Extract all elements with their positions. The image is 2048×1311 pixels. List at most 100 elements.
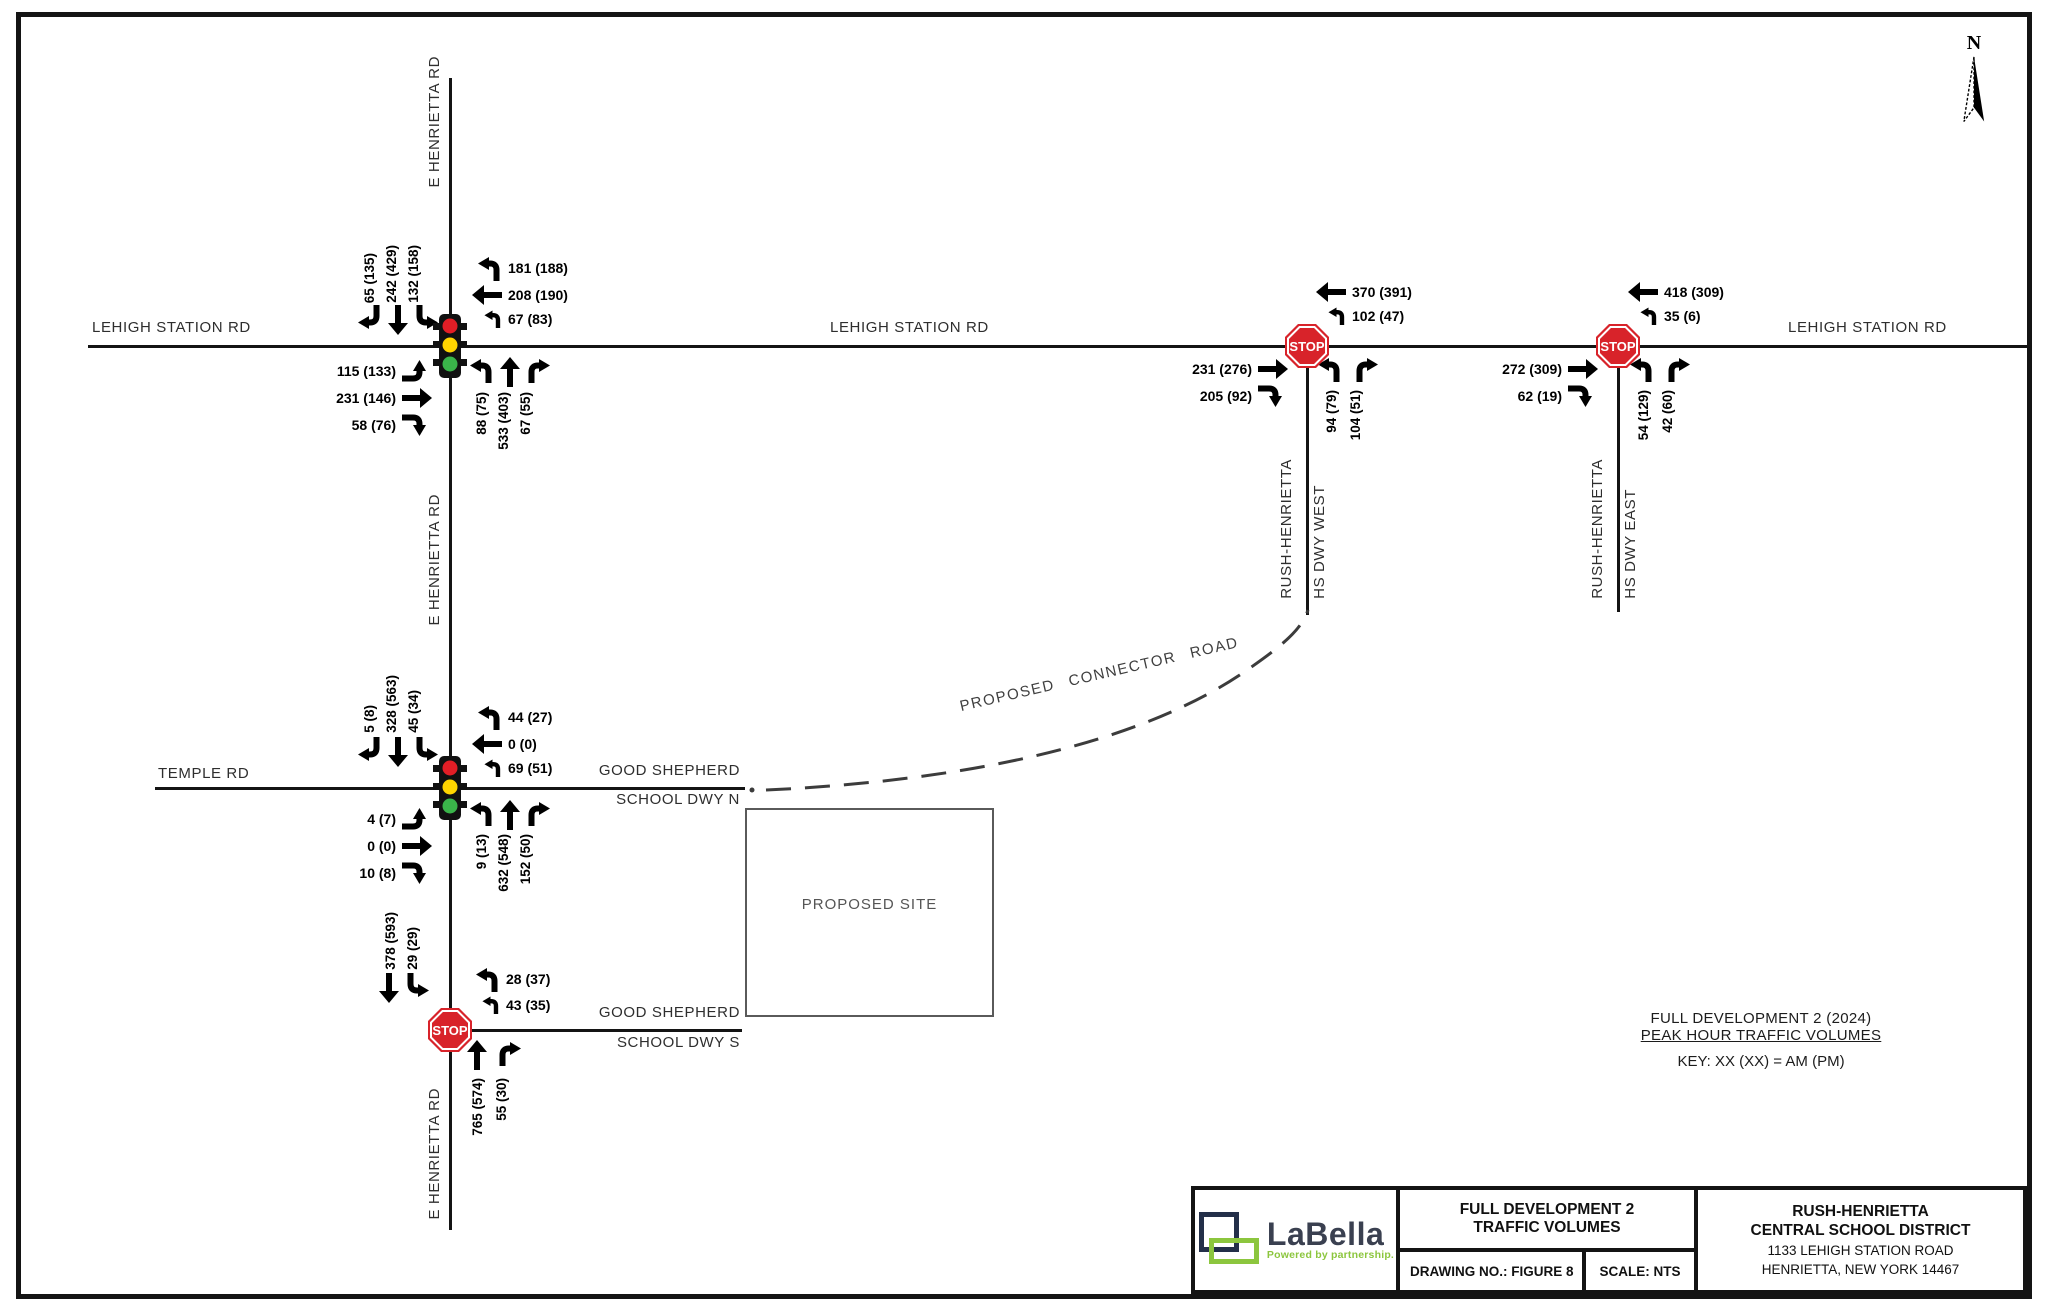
logo-square <box>1198 1212 1239 1252</box>
int5-westbound-volumes: 28 (37) 43 (35) <box>466 966 550 1017</box>
volume-label: 370 (391) <box>1352 284 1412 300</box>
turn-arrow-icon <box>402 806 428 832</box>
road-label-hs-dwy-west-2: HS DWY WEST <box>1311 485 1328 599</box>
turn-right-arrow-icon <box>526 800 552 826</box>
drawing-title-cell: FULL DEVELOPMENT 2 TRAFFIC VOLUMES DRAWI… <box>1400 1190 1698 1290</box>
straight-down-arrow-icon <box>379 973 399 1003</box>
title-block: LaBella Powered by partnership. FULL DEV… <box>1191 1186 2027 1294</box>
volume-label: 231 (146) <box>336 390 396 406</box>
volume-label: 28 (37) <box>506 971 551 987</box>
turn-left-arrow-icon <box>356 305 382 331</box>
road-line-gs-dwy-s <box>449 1029 742 1032</box>
stop-sign-text: STOP <box>432 1023 467 1038</box>
stop-sign-icon: STOP <box>1285 324 1329 368</box>
volume-label: 4 (7) <box>367 811 396 827</box>
volume-label: 42 (60) <box>1660 390 1675 433</box>
turn-arrow-icon <box>476 255 502 281</box>
volume-label: 0 (0) <box>508 736 537 752</box>
client-address-line2: HENRIETTA, NEW YORK 14467 <box>1761 1262 1960 1277</box>
logo-rectangle <box>1208 1238 1259 1264</box>
turn-arrow-icon <box>474 966 500 992</box>
volume-label: 62 (19) <box>1517 388 1562 404</box>
volume-label: 765 (574) <box>470 1078 485 1136</box>
turn-left-arrow-icon <box>356 737 382 763</box>
volume-label: 5 (8) <box>362 705 377 733</box>
north-label: N <box>1966 32 1982 54</box>
drawing-number: DRAWING NO.: FIGURE 8 <box>1400 1252 1586 1290</box>
int4-northbound-arrows <box>468 800 552 830</box>
int4-westbound-volumes: 44 (27) 0 (0) 69 (51) <box>468 704 552 780</box>
int5-southbound-volumes: 378 (593) 29 (29) <box>383 912 420 970</box>
signal-red-light <box>442 318 458 334</box>
volume-label: 58 (76) <box>351 417 396 433</box>
signal-green-light <box>442 356 458 372</box>
stop-sign-icon: STOP <box>1596 324 1640 368</box>
legend-subtitle: PEAK HOUR TRAFFIC VOLUMES <box>1640 1027 1882 1044</box>
turn-right-arrow-icon <box>1354 356 1380 382</box>
turn-arrow-icon <box>402 860 428 886</box>
labella-logo-icon <box>1197 1210 1259 1270</box>
turn-arrow-icon <box>483 309 502 328</box>
int1-southbound-volumes: 65 (135) 242 (429) 132 (158) <box>362 245 421 303</box>
stop-sign-text: STOP <box>1600 339 1635 354</box>
labella-logo-text: LaBella Powered by partnership. <box>1267 1218 1394 1261</box>
turn-arrow-icon <box>483 758 502 777</box>
int5-northbound-arrows <box>466 1040 523 1070</box>
int1-westbound-volumes: 181 (188) 208 (190) 67 (83) <box>468 255 568 331</box>
logo-cell: LaBella Powered by partnership. <box>1195 1190 1400 1290</box>
volume-label: 54 (129) <box>1636 390 1651 441</box>
int4-northbound-volumes: 9 (13) 632 (548) 152 (50) <box>474 834 533 892</box>
signal-yellow-light <box>442 337 458 353</box>
volume-label: 231 (276) <box>1192 361 1252 377</box>
turn-arrow-icon <box>1568 383 1594 409</box>
signal-yellow-light <box>442 779 458 795</box>
road-label-lehigh-west: LEHIGH STATION RD <box>92 319 251 336</box>
road-label-hs-dwy-east-1: RUSH-HENRIETTA <box>1589 459 1606 599</box>
turn-arrow-icon <box>402 358 428 384</box>
stop-sign-icon: STOP <box>428 1008 472 1052</box>
volume-label: 533 (403) <box>496 392 511 450</box>
turn-arrow-icon <box>402 412 428 438</box>
drawing-title-line1: FULL DEVELOPMENT 2 <box>1459 1201 1635 1218</box>
client-cell: RUSH-HENRIETTA CENTRAL SCHOOL DISTRICT 1… <box>1698 1190 2023 1290</box>
volume-label: 88 (75) <box>474 392 489 435</box>
int1-northbound-arrows <box>468 357 552 387</box>
straight-left-arrow-icon <box>1316 282 1346 302</box>
straight-left-arrow-icon <box>472 285 502 305</box>
int2-westbound-volumes: 370 (391) 102 (47) <box>1312 281 1412 328</box>
road-label-hs-dwy-west-1: RUSH-HENRIETTA <box>1278 459 1295 599</box>
drawing-title-line2: TRAFFIC VOLUMES <box>1473 1219 1621 1236</box>
straight-up-arrow-icon <box>500 800 520 830</box>
road-label-e-henrietta-bottom: E HENRIETTA RD <box>426 1088 443 1220</box>
volume-label: 328 (563) <box>384 675 399 733</box>
int4-southbound-volumes: 5 (8) 328 (563) 45 (34) <box>362 675 421 733</box>
volume-label: 35 (6) <box>1664 307 1701 324</box>
road-label-lehigh-east: LEHIGH STATION RD <box>1788 319 1947 336</box>
int2-eastbound-volumes: 231 (276) 205 (92) <box>1118 358 1292 412</box>
turn-right-arrow-icon <box>497 1040 523 1066</box>
int3-westbound-volumes: 418 (309) 35 (6) <box>1624 281 1724 328</box>
volume-label: 104 (51) <box>1348 390 1363 441</box>
int1-eastbound-volumes: 115 (133) 231 (146) 58 (76) <box>262 358 436 441</box>
road-line-hs-dwy-west <box>1306 345 1309 615</box>
road-label-gs-dwy-s-2: SCHOOL DWY S <box>616 1034 740 1051</box>
volume-label: 94 (79) <box>1324 390 1339 433</box>
volume-label: 29 (29) <box>405 927 420 970</box>
volume-label: 9 (13) <box>474 834 489 870</box>
road-line-hs-dwy-east <box>1617 345 1620 612</box>
turn-right-arrow-icon <box>526 357 552 383</box>
road-label-lehigh-center: LEHIGH STATION RD <box>830 319 989 336</box>
volume-label: 242 (429) <box>384 245 399 303</box>
proposed-site-label: PROPOSED SITE <box>801 896 938 913</box>
road-label-temple: TEMPLE RD <box>158 765 250 782</box>
volume-label: 102 (47) <box>1352 307 1405 324</box>
legend-title: FULL DEVELOPMENT 2 (2024) <box>1650 1010 1872 1027</box>
volume-label: 67 (83) <box>508 310 553 327</box>
volume-label: 418 (309) <box>1664 284 1724 300</box>
traffic-signal-icon <box>433 756 467 820</box>
straight-right-arrow-icon <box>402 388 432 408</box>
turn-arrow-icon <box>481 995 500 1014</box>
volume-label: 69 (51) <box>508 759 553 776</box>
